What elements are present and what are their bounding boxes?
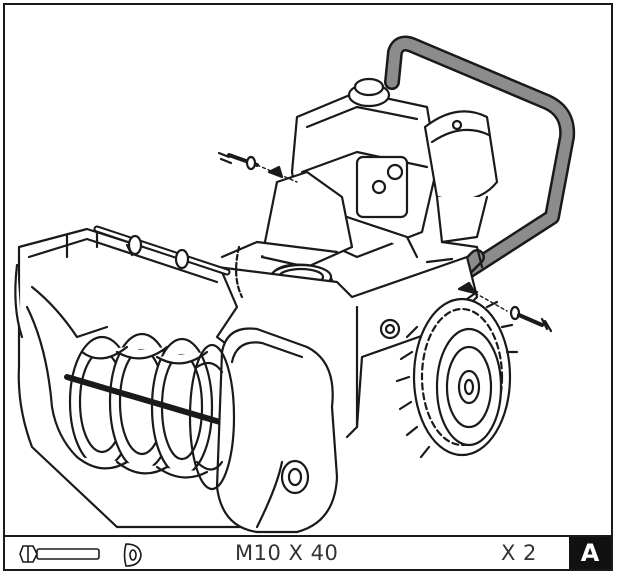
- air-filter: [423, 110, 499, 244]
- washer-icon: [123, 543, 142, 567]
- hardware-quantity: X 2: [501, 541, 537, 565]
- hex-bolt-icon: [19, 545, 100, 563]
- left-wheel-hint: [235, 245, 244, 299]
- augers: [64, 332, 240, 479]
- upper-bolt-assembly: [217, 151, 298, 183]
- front-auger: [188, 343, 236, 491]
- hardware-spec: M10 X 40: [235, 541, 339, 565]
- linkage: [425, 240, 484, 269]
- hardware-footer: M10 X 40 X 2 A: [5, 535, 611, 569]
- step-letter: A: [580, 539, 600, 567]
- right-wheel: [395, 290, 519, 459]
- frame-body: [215, 240, 479, 439]
- auger-shaft: [93, 225, 231, 276]
- housing-side-plate: [215, 327, 339, 534]
- right-bolt-assembly: [457, 281, 553, 333]
- instruction-panel: M10 X 40 X 2 A: [3, 3, 613, 571]
- step-letter-badge: A: [569, 537, 611, 569]
- snowblower-illustration: [14, 35, 576, 534]
